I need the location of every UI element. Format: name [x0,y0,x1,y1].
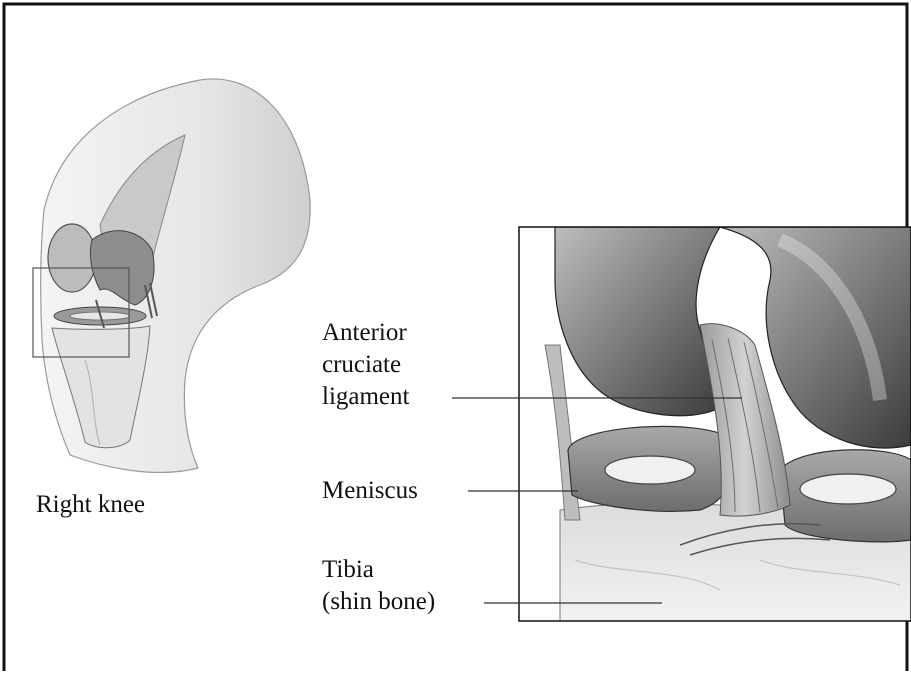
meniscus-right-hole [800,474,896,504]
knee-detail-inset [519,227,911,621]
meniscus-label: Meniscus [322,476,418,505]
meniscus-left-hole [605,456,695,484]
acl-label-line-1: Anterior [322,318,407,347]
acl-label-line-3: ligament [322,382,409,411]
knee-caption: Right knee [36,490,145,519]
acl-label-line-2: cruciate [322,350,401,379]
right-knee-overview [33,79,310,472]
patella [48,224,96,292]
tibia-label-line-2: (shin bone) [322,587,435,616]
tibia-label-line-1: Tibia [322,555,374,584]
